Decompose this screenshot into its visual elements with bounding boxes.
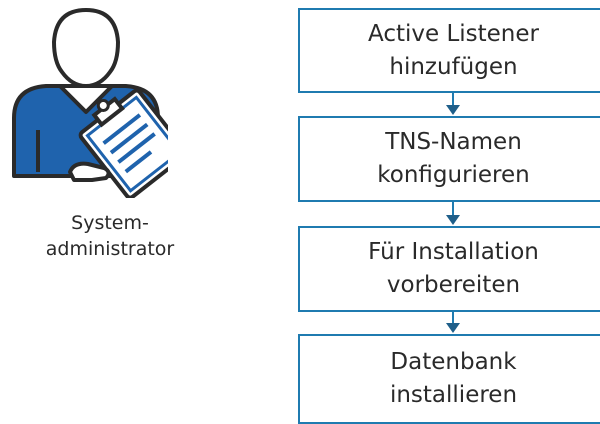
step-1-line-1: Active Listener bbox=[368, 20, 539, 47]
arrow-down-icon bbox=[446, 105, 460, 115]
connector-line bbox=[452, 312, 454, 324]
step-3-line-1: Für Installation bbox=[368, 239, 539, 265]
step-install-database: Datenbank installieren bbox=[298, 334, 600, 424]
step-prepare-installation: Für Installation vorbereiten bbox=[298, 226, 600, 312]
process-flow: Active Listener hinzufügen TNS-Namen kon… bbox=[298, 8, 600, 424]
actor-label-line-1: System- bbox=[71, 212, 149, 234]
step-2-line-2: konfigurieren bbox=[377, 162, 530, 188]
arrow-down-icon bbox=[446, 323, 460, 333]
step-3-line-2: vorbereiten bbox=[386, 272, 521, 298]
connector-line bbox=[452, 202, 454, 216]
actor-label-line-2: administrator bbox=[45, 238, 175, 260]
step-configure-tns-names: TNS-Namen konfigurieren bbox=[298, 116, 600, 202]
connector-line bbox=[452, 93, 454, 106]
actor-label: System- administrator bbox=[30, 210, 190, 262]
step-1-line-2: hinzufügen bbox=[389, 53, 518, 80]
step-4-line-1: Datenbank bbox=[390, 349, 517, 375]
step-2-line-1: TNS-Namen bbox=[385, 129, 522, 155]
arrow-down-icon bbox=[446, 215, 460, 225]
system-administrator-icon bbox=[8, 2, 189, 202]
step-add-active-listener: Active Listener hinzufügen bbox=[298, 8, 600, 93]
actor: System- administrator bbox=[0, 0, 210, 300]
step-4-line-2: installieren bbox=[389, 382, 518, 408]
